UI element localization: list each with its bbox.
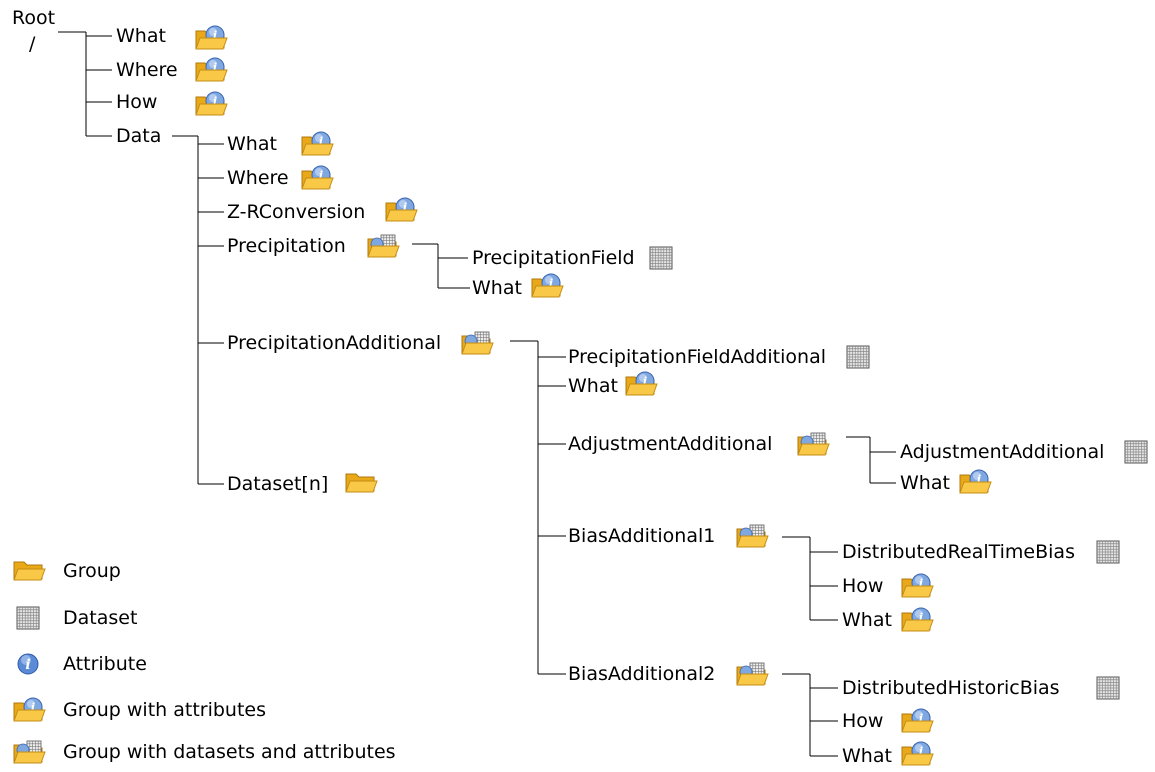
group-with-attributes-icon: i bbox=[900, 707, 934, 739]
group-with-datasets-icon bbox=[460, 329, 494, 361]
dataset-icon bbox=[1096, 540, 1120, 568]
svg-text:i: i bbox=[977, 473, 981, 486]
attribute-icon: i bbox=[17, 653, 39, 679]
svg-text:i: i bbox=[403, 201, 407, 214]
svg-text:i: i bbox=[213, 29, 217, 42]
root-path-label: / bbox=[29, 33, 36, 55]
node-bias-additional-2: BiasAdditional2 bbox=[568, 663, 716, 685]
group-with-datasets-icon bbox=[735, 522, 769, 554]
node-precipitation-what: What bbox=[472, 277, 522, 299]
node-precipitation-field-additional: PrecipitationFieldAdditional bbox=[568, 346, 826, 368]
node-where: Where bbox=[116, 59, 178, 81]
node-bias1-what: What bbox=[842, 609, 892, 631]
group-with-datasets-icon bbox=[366, 232, 400, 264]
node-what: What bbox=[116, 25, 166, 47]
group-with-datasets-icon bbox=[796, 430, 830, 462]
legend-label: Group bbox=[63, 560, 121, 582]
node-precipitation-field: PrecipitationField bbox=[472, 247, 635, 269]
node-how: How bbox=[116, 91, 158, 113]
node-z-rconversion: Z-RConversion bbox=[227, 201, 366, 223]
group-with-attributes-icon: i bbox=[194, 24, 228, 56]
svg-text:i: i bbox=[919, 611, 923, 624]
svg-text:i: i bbox=[319, 135, 323, 148]
node-precipitation: Precipitation bbox=[227, 235, 346, 257]
svg-text:i: i bbox=[213, 95, 217, 108]
legend-label: Group with datasets and attributes bbox=[63, 741, 396, 763]
group-with-attributes-icon: i bbox=[12, 696, 46, 728]
svg-text:i: i bbox=[25, 657, 30, 673]
node-adjustment-what: What bbox=[900, 472, 950, 494]
node-dataset-n: Dataset[n] bbox=[227, 473, 329, 495]
legend-label: Dataset bbox=[63, 607, 138, 629]
node-distributed-historic-bias: DistributedHistoricBias bbox=[842, 677, 1060, 699]
group-with-attributes-icon: i bbox=[900, 740, 934, 772]
group-with-attributes-icon: i bbox=[194, 90, 228, 122]
node-adjustment-additional: AdjustmentAdditional bbox=[568, 433, 773, 455]
group-with-datasets-icon bbox=[735, 660, 769, 692]
svg-text:i: i bbox=[919, 745, 923, 758]
dataset-icon bbox=[846, 345, 870, 373]
group-icon bbox=[344, 470, 378, 500]
node-pa-what: What bbox=[568, 375, 618, 397]
node-adjustment-additional-child: AdjustmentAdditional bbox=[900, 441, 1105, 463]
svg-text:i: i bbox=[31, 701, 35, 714]
group-with-attributes-icon: i bbox=[900, 572, 934, 604]
svg-text:i: i bbox=[643, 375, 647, 388]
svg-text:i: i bbox=[213, 61, 217, 74]
group-with-attributes-icon: i bbox=[624, 370, 658, 402]
node-precipitation-additional: PrecipitationAdditional bbox=[227, 332, 442, 354]
group-with-attributes-icon: i bbox=[958, 468, 992, 500]
group-with-attributes-icon: i bbox=[384, 196, 418, 228]
root-label: Root bbox=[12, 7, 56, 29]
svg-text:i: i bbox=[919, 577, 923, 590]
group-icon bbox=[12, 558, 46, 588]
node-bias1-how: How bbox=[842, 575, 884, 597]
svg-text:i: i bbox=[549, 277, 553, 290]
group-with-datasets-icon bbox=[12, 738, 46, 770]
dataset-icon bbox=[16, 606, 40, 634]
group-with-attributes-icon: i bbox=[300, 130, 334, 162]
node-bias2-what: What bbox=[842, 745, 892, 767]
node-data: Data bbox=[116, 125, 162, 147]
svg-text:i: i bbox=[919, 712, 923, 725]
dataset-icon bbox=[1096, 676, 1120, 704]
dataset-icon bbox=[1124, 440, 1148, 468]
node-data-what: What bbox=[227, 133, 277, 155]
group-with-attributes-icon: i bbox=[530, 272, 564, 304]
node-distributed-real-time-bias: DistributedRealTimeBias bbox=[842, 541, 1075, 563]
group-with-attributes-icon: i bbox=[300, 164, 334, 196]
legend-label: Group with attributes bbox=[63, 699, 267, 721]
group-with-attributes-icon: i bbox=[194, 56, 228, 88]
node-data-where: Where bbox=[227, 167, 289, 189]
svg-text:i: i bbox=[319, 169, 323, 182]
dataset-icon bbox=[649, 246, 673, 274]
node-bias-additional-1: BiasAdditional1 bbox=[568, 525, 716, 547]
node-bias2-how: How bbox=[842, 710, 884, 732]
legend-label: Attribute bbox=[63, 653, 147, 675]
group-with-attributes-icon: i bbox=[900, 606, 934, 638]
